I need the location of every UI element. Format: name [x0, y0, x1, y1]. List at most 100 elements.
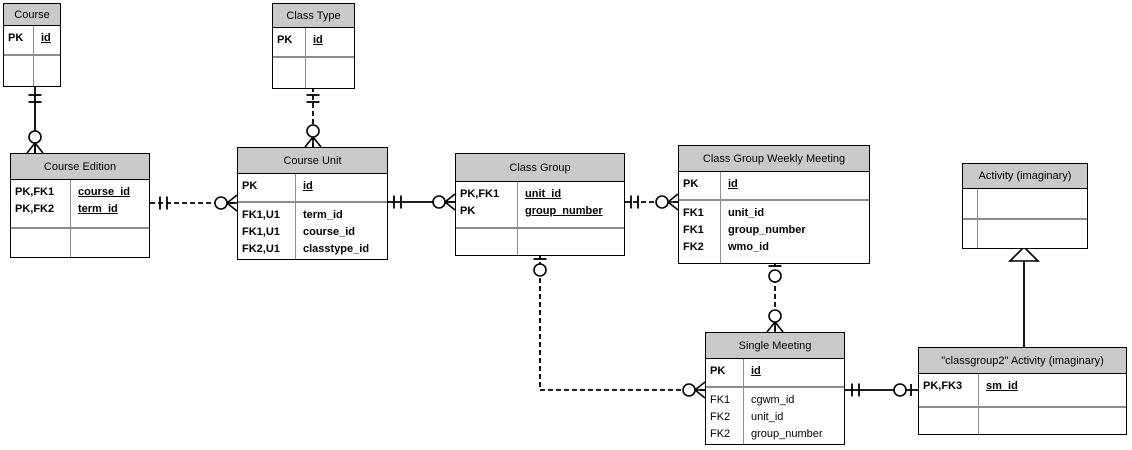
attribute-name-cell: sm_id [986, 380, 1018, 392]
name-column [71, 229, 149, 257]
attribute-name-cell: term_id [303, 209, 343, 221]
key-column [963, 189, 978, 218]
key-column [963, 220, 978, 248]
key-cell: FK1 [683, 207, 704, 219]
entity-title: Single Meeting [706, 333, 844, 359]
attribute-name-cell: term_id [78, 203, 118, 215]
attribute-name-cell: id [41, 32, 51, 44]
key-column: PK [238, 174, 296, 201]
attribute-section [273, 56, 354, 88]
name-column [978, 220, 1087, 248]
attribute-section [919, 406, 1126, 434]
entity-title: Class Group [456, 154, 624, 182]
attribute-name-cell: group_number [751, 428, 823, 440]
attribute-section: PK id [238, 174, 387, 201]
key-cell: PK [683, 178, 699, 190]
key-column [919, 408, 979, 434]
key-column: PK [4, 26, 34, 54]
entity-title: "classgroup2" Activity (imaginary) [919, 348, 1126, 374]
attribute-name-cell: course_id [303, 226, 355, 238]
key-cell: PK [242, 180, 258, 192]
entity-title: Class Group Weekly Meeting [679, 146, 869, 172]
name-column [306, 58, 354, 88]
key-cell: PK [710, 365, 726, 377]
name-column: id [744, 359, 844, 386]
key-cell: FK2 [710, 411, 731, 423]
attribute-name-cell: cgwm_id [751, 394, 795, 406]
attribute-name-cell: unit_id [751, 411, 784, 423]
key-cell: FK1,U1 [242, 209, 280, 221]
entity-title: Course Unit [238, 148, 387, 174]
name-column: id [34, 26, 60, 54]
attribute-section [963, 189, 1087, 218]
key-cell: FK2 [683, 241, 704, 253]
relationship-course-edition-course-unit [150, 194, 238, 212]
key-column: PK [679, 172, 721, 199]
relationship-course-unit-class-group [388, 193, 456, 211]
name-column: id [296, 174, 387, 201]
key-column [4, 56, 34, 86]
attribute-section: PK,FK3 sm_id [919, 374, 1126, 406]
attribute-section: PK id [679, 172, 869, 199]
attribute-section [963, 218, 1087, 248]
attribute-name-cell: group_number [525, 205, 603, 217]
key-cell: PK [460, 205, 476, 217]
key-cell: FK1 [683, 224, 704, 236]
key-cell: PK [277, 34, 293, 46]
name-column: cgwm_id unit_id group_number [744, 388, 844, 444]
entity-table-classgroup2[interactable]: "classgroup2" Activity (imaginary)PK,FK3… [918, 347, 1127, 435]
key-column: PK,FK3 [919, 374, 979, 406]
attribute-name-cell: unit_id [525, 188, 562, 200]
name-column [979, 408, 1126, 434]
entity-table-activity[interactable]: Activity (imaginary) [962, 163, 1088, 249]
key-cell: FK1,U1 [242, 226, 280, 238]
name-column [978, 189, 1087, 218]
attribute-section: PK id [706, 359, 844, 386]
key-column: PK [706, 359, 744, 386]
attribute-section [4, 54, 60, 86]
relationship-cgwm-single-meeting [766, 262, 784, 333]
name-column: unit_id group_number [518, 182, 624, 227]
attribute-name-cell: id [751, 365, 761, 377]
relationship-class-type-course-unit [304, 87, 322, 148]
key-cell: PK,FK2 [15, 203, 55, 215]
attribute-name-cell: id [303, 180, 313, 192]
key-cell: PK,FK1 [15, 186, 55, 198]
entity-title: Course Edition [11, 154, 149, 180]
key-cell: FK2,U1 [242, 243, 280, 255]
entity-title: Course [4, 4, 60, 26]
relationship-course-course-edition [26, 85, 44, 154]
key-cell: PK [8, 32, 24, 44]
name-column: id [721, 172, 869, 199]
name-column: id [306, 28, 354, 56]
attribute-name-cell: unit_id [728, 207, 765, 219]
entity-title: Class Type [273, 4, 354, 28]
attribute-name-cell: wmo_id [728, 241, 769, 253]
key-column [11, 229, 71, 257]
generalization-activity-classgroup2 [1008, 245, 1040, 347]
entity-title: Activity (imaginary) [963, 164, 1087, 189]
key-cell: PK,FK3 [923, 380, 963, 392]
attribute-section [11, 227, 149, 257]
attribute-section [456, 227, 624, 255]
attribute-name-cell: classtype_id [303, 243, 370, 255]
name-column [518, 229, 624, 255]
relationship-class-group-single-meeting [533, 254, 706, 399]
attribute-name-cell: id [313, 34, 323, 46]
